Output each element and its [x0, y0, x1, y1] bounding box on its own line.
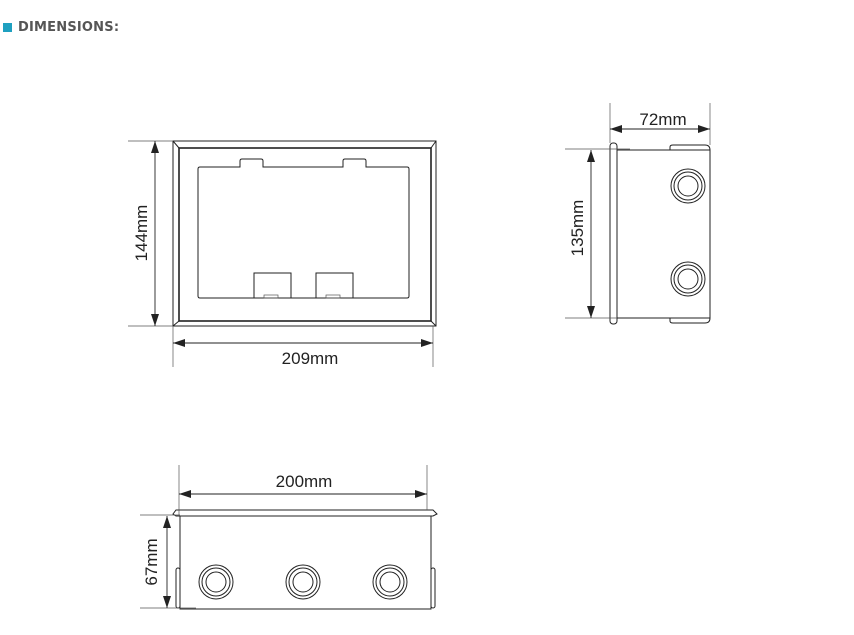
section-title: DIMENSIONS: — [18, 20, 120, 35]
front-height-label: 144mm — [132, 205, 151, 262]
front-width-label: 209mm — [282, 349, 339, 368]
side-depth-label: 72mm — [639, 110, 686, 129]
bottom-view: 200mm 67mm — [140, 465, 438, 610]
front-view: 144mm 209mm — [128, 140, 437, 368]
side-view: 72mm 135mm — [565, 103, 711, 325]
bullet-square-icon — [3, 23, 12, 32]
knockout-hole — [670, 261, 706, 297]
bottom-height-label: 67mm — [142, 538, 161, 585]
side-height-label: 135mm — [568, 200, 587, 257]
knockout-hole — [285, 564, 321, 600]
knockout-hole — [198, 564, 234, 600]
knockout-hole — [670, 168, 706, 204]
knockout-hole — [372, 564, 408, 600]
bottom-width-label: 200mm — [276, 472, 333, 491]
section-header: DIMENSIONS: — [3, 20, 119, 35]
